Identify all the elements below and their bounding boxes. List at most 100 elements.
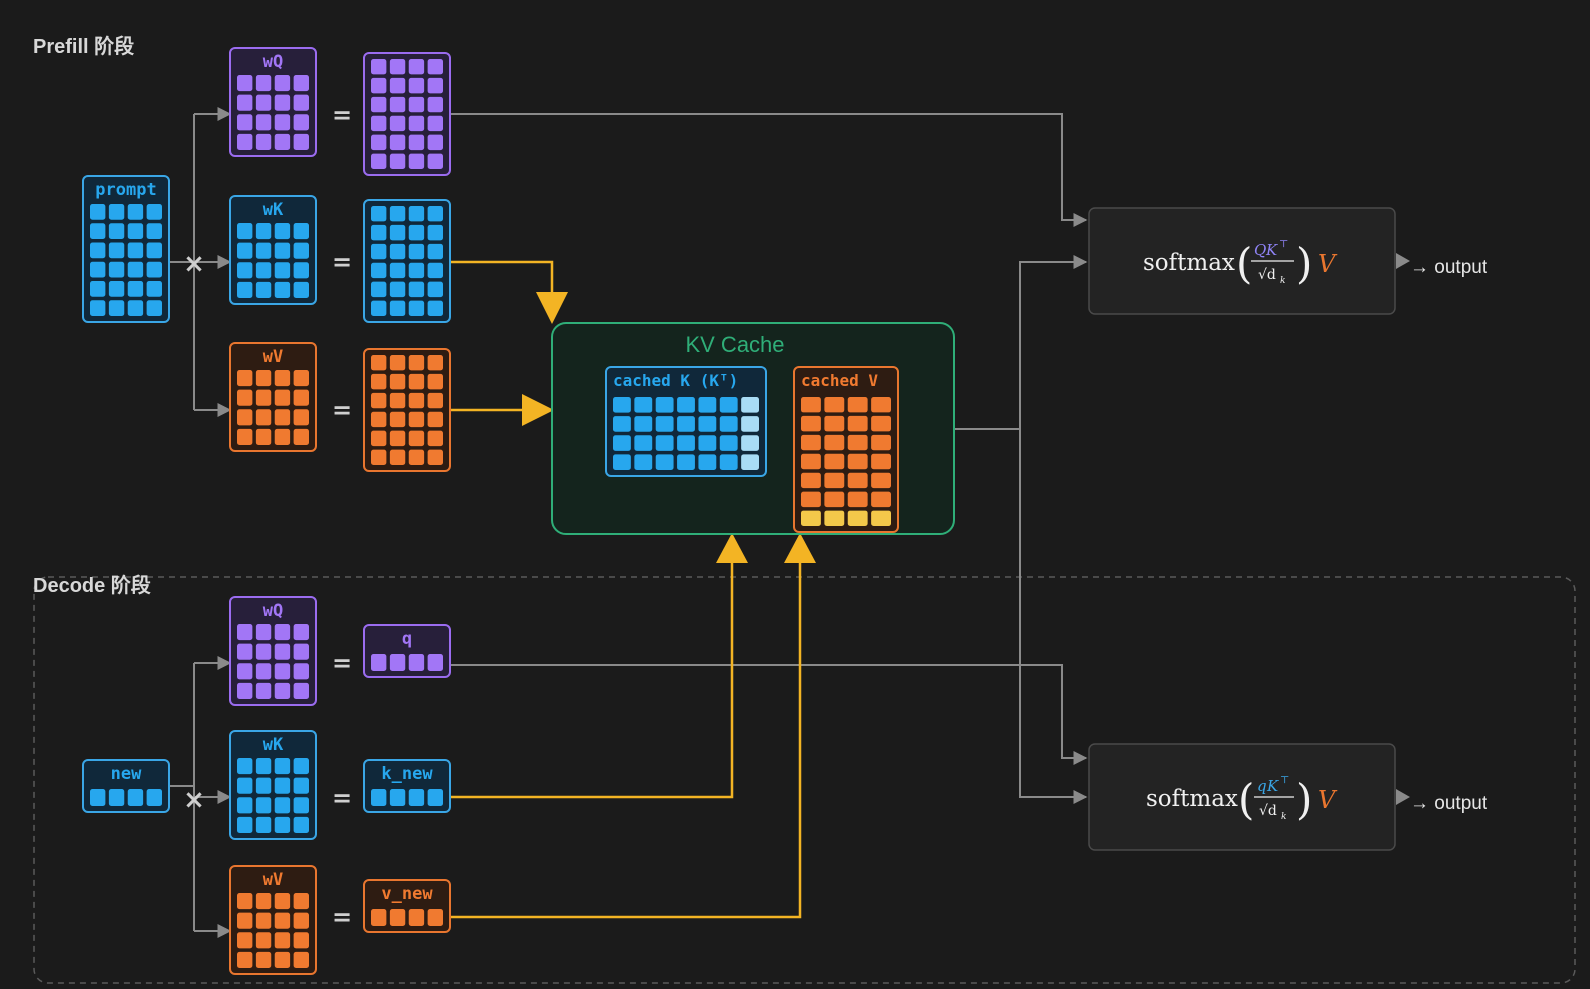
- softmax-fn-label: softmax: [1146, 786, 1238, 812]
- matrix-cell: [408, 281, 425, 298]
- matrix-cell: [389, 281, 406, 298]
- matrix-cell: [237, 133, 253, 150]
- matrix-cell: [408, 77, 425, 94]
- matrix-cell: [274, 389, 291, 406]
- matrix-cell: [371, 430, 387, 447]
- matrix-cell: [408, 449, 425, 465]
- matrix-cell: [237, 682, 253, 699]
- matrix-cell: [255, 951, 272, 968]
- prefill-multiply-icon: ×: [183, 249, 205, 279]
- decode-attention-box: softmax ( q K ⊤ √d k ) V: [1088, 743, 1396, 851]
- matrix-cell: [427, 654, 443, 671]
- matrix-cell: [655, 397, 674, 413]
- matrix-cell: [719, 435, 738, 451]
- matrix-cell: [274, 797, 291, 814]
- matrix-cell: [90, 242, 106, 259]
- matrix-cell: [427, 96, 443, 113]
- matrix-cell: [127, 204, 144, 220]
- matrix-cell: [293, 75, 309, 92]
- matrix-cell: [871, 397, 891, 413]
- matrix-cell: [427, 355, 443, 371]
- matrix-cell: [127, 223, 144, 239]
- decode-section-title: Decode 阶段: [33, 573, 151, 597]
- matrix-cell: [255, 262, 272, 279]
- matrix-cell: [293, 893, 309, 910]
- matrix-cell: [293, 777, 309, 794]
- matrix-cell: [847, 491, 868, 508]
- matrix-cell: [274, 409, 291, 426]
- matrix-cell: [741, 454, 759, 470]
- matrix-cell: [293, 951, 309, 968]
- matrix-cell: [293, 912, 309, 929]
- matrix-cell: [371, 909, 387, 926]
- decode-wv-matrix-label: wV: [263, 870, 283, 890]
- matrix-cell: [613, 454, 631, 470]
- matrix-cell: [371, 224, 387, 241]
- decode-output-label: → output: [1410, 793, 1488, 814]
- matrix-cell: [255, 428, 272, 445]
- matrix-cell: [255, 75, 272, 92]
- matrix-cell: [824, 453, 845, 470]
- decode-k-new-vector: k_new: [363, 759, 451, 813]
- matrix-cell: [741, 397, 759, 413]
- matrix-cell: [127, 281, 144, 297]
- numerator-transpose: ⊤: [1280, 775, 1289, 786]
- matrix-cell: [274, 223, 291, 240]
- matrix-cell: [634, 416, 653, 432]
- matrix-cell: [237, 816, 253, 833]
- cached-k-matrix: cached K (Kᵀ): [605, 366, 767, 477]
- matrix-cell: [741, 435, 759, 451]
- matrix-cell: [255, 777, 272, 794]
- numerator-k: K: [1265, 241, 1278, 259]
- matrix-cell: [677, 454, 695, 470]
- equals-sign: =: [332, 396, 352, 424]
- new-token-matrix: new: [82, 759, 170, 813]
- matrix-cell: [389, 355, 406, 371]
- matrix-cell: [237, 951, 253, 968]
- matrix-cell: [274, 663, 291, 680]
- matrix-cell: [371, 96, 387, 113]
- right-paren: ): [1296, 775, 1312, 824]
- matrix-cell: [871, 491, 891, 508]
- prompt-matrix-label: prompt: [95, 180, 156, 200]
- matrix-cell: [293, 262, 309, 279]
- cached-k-matrix-label: cached K (Kᵀ): [613, 371, 738, 390]
- matrix-cell: [293, 94, 309, 111]
- matrix-cell: [389, 909, 406, 926]
- matrix-cell: [655, 435, 674, 451]
- matrix-cell: [389, 300, 406, 316]
- matrix-cell: [274, 133, 291, 150]
- matrix-cell: [371, 654, 387, 671]
- matrix-cell: [371, 262, 387, 279]
- matrix-cell: [293, 682, 309, 699]
- matrix-cell: [698, 435, 717, 451]
- matrix-cell: [274, 777, 291, 794]
- matrix-cell: [255, 816, 272, 833]
- matrix-cell: [90, 789, 106, 806]
- matrix-cell: [427, 224, 443, 241]
- matrix-cell: [255, 223, 272, 240]
- matrix-cell: [824, 397, 845, 413]
- kv-cache-title: KV Cache: [685, 332, 784, 357]
- matrix-cell: [871, 472, 891, 489]
- matrix-cell: [871, 510, 891, 526]
- matrix-cell: [108, 300, 125, 316]
- matrix-cell: [146, 223, 162, 239]
- prefill-wv-matrix: wV: [229, 342, 317, 452]
- matrix-cell: [389, 77, 406, 94]
- matrix-cell: [371, 281, 387, 298]
- prefill-q-result: [363, 52, 451, 176]
- matrix-cell: [408, 300, 425, 316]
- matrix-cell: [274, 893, 291, 910]
- matrix-cell: [847, 453, 868, 470]
- matrix-cell: [293, 242, 309, 259]
- decode-q-vector-label: q: [402, 629, 412, 649]
- matrix-cell: [408, 206, 425, 222]
- matrix-cell: [389, 153, 406, 169]
- matrix-cell: [237, 912, 253, 929]
- prefill-output-arrowhead: [1396, 253, 1410, 269]
- matrix-cell: [237, 223, 253, 240]
- numerator-q: Q: [1254, 241, 1266, 259]
- matrix-cell: [427, 134, 443, 151]
